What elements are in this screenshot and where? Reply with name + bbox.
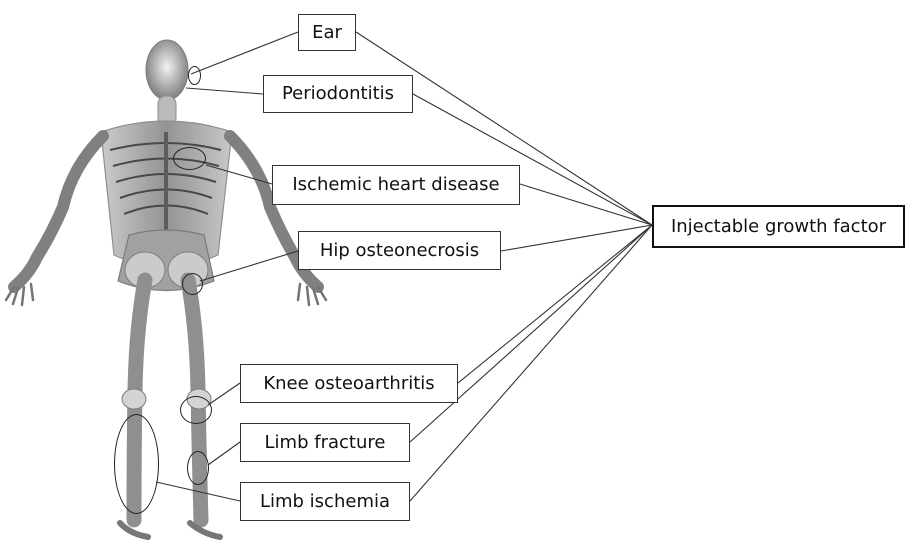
limb-fracture-label: Limb fracture bbox=[240, 423, 410, 462]
ischemic-heart-disease-label: Ischemic heart disease bbox=[272, 165, 520, 205]
injectable-growth-factor-box: Injectable growth factor bbox=[652, 205, 905, 248]
limb-ischemia-label: Limb ischemia bbox=[240, 482, 410, 521]
knee-osteoarthritis-label: Knee osteoarthritis bbox=[240, 364, 458, 403]
periodontitis-label: Periodontitis bbox=[263, 75, 413, 113]
hip-osteonecrosis-label: Hip osteonecrosis bbox=[298, 231, 501, 270]
ear-label: Ear bbox=[298, 14, 356, 51]
